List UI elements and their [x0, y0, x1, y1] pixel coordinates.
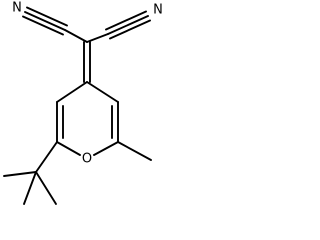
ring-bond-o-c6 — [93, 141, 119, 156]
nitrile-left-bond — [22, 6, 68, 36]
ring-double-bond-c6-c5 — [111, 101, 119, 143]
methyl-bond — [117, 141, 152, 161]
ring-bond-c2-o — [56, 141, 81, 156]
exocyclic-double-bond — [83, 41, 91, 83]
nitrogen-label-right: N — [153, 3, 163, 18]
nitrogen-label-left: N — [12, 1, 22, 16]
ring-bond-c5-c4 — [86, 81, 119, 103]
nitrile-right-bond — [105, 10, 151, 40]
tert-butyl-group — [3, 141, 58, 205]
bond-center-right — [86, 33, 109, 43]
oxygen-label: O — [82, 152, 92, 167]
ring-double-bond-c3-c2 — [56, 101, 64, 143]
bond-center-left — [64, 29, 88, 43]
molecule-structure: N N O — [3, 1, 163, 205]
ring-bond-c4-c3 — [56, 81, 88, 103]
